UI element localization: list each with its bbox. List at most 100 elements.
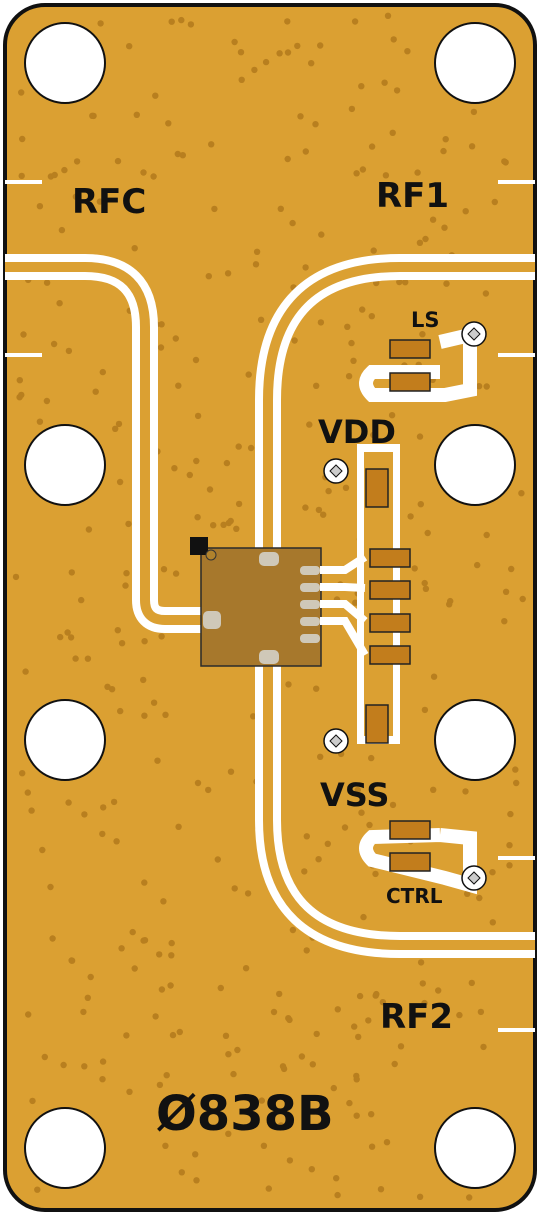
via-hole (390, 36, 397, 43)
via-hole (370, 431, 377, 439)
via-hole (388, 412, 396, 419)
via-hole (381, 79, 388, 86)
via-hole (131, 245, 138, 252)
label-vdd: VDD (318, 413, 396, 451)
via-hole (341, 824, 349, 831)
via-hole (368, 313, 375, 320)
via-hole (483, 383, 490, 390)
via-hole (464, 890, 471, 897)
via-hole (214, 856, 221, 863)
via-hole (351, 18, 359, 25)
via-hole (150, 173, 157, 180)
pin1-square-marker-icon (190, 537, 208, 555)
via-hole (225, 1130, 232, 1138)
edge-gaps (5, 180, 535, 1032)
via-hole (223, 459, 231, 467)
via-hole (231, 38, 238, 46)
via-hole (417, 501, 424, 508)
via-hole (519, 595, 526, 603)
via-hole (125, 520, 132, 528)
via-hole (353, 1076, 360, 1083)
via-hole (303, 833, 310, 840)
via-hole (193, 457, 200, 465)
via-hole (168, 939, 175, 947)
via-hole (513, 779, 520, 787)
via-hole (324, 840, 331, 847)
via-hole (162, 711, 169, 718)
via-hole (379, 999, 387, 1006)
via-hole (368, 754, 375, 762)
ic-fanout (320, 553, 369, 658)
via-hole (518, 490, 525, 497)
via-hole (43, 279, 51, 286)
via-hole (435, 987, 442, 994)
capacitor-pad (389, 820, 431, 840)
via-hole (61, 166, 68, 174)
via-hole (508, 565, 515, 573)
via-hole (50, 340, 58, 348)
via-hole (389, 129, 396, 136)
via-hole (208, 141, 215, 148)
rf-traces (5, 254, 535, 958)
via-hole (483, 531, 490, 539)
part-number: Ø838B (156, 1086, 334, 1142)
via-hole (97, 20, 104, 27)
via-hole (245, 371, 252, 378)
via-hole (475, 383, 483, 390)
via-hole (334, 1006, 341, 1013)
via-hole (222, 1032, 230, 1040)
test-points (323, 321, 487, 891)
via-hole (306, 421, 313, 428)
via-hole (351, 1023, 358, 1030)
capacitor-pad (389, 339, 431, 359)
via-hole (429, 216, 437, 223)
capacitor-pad (369, 613, 411, 633)
smd-components (365, 339, 431, 872)
via-hole (317, 42, 324, 49)
mount-hole-icon (24, 424, 106, 506)
via-hole (49, 935, 56, 942)
via-hole (456, 1011, 463, 1019)
via-hole (113, 838, 120, 845)
via-hole (179, 152, 186, 159)
via-hole (104, 683, 111, 690)
via-hole (414, 169, 421, 176)
via-hole (284, 155, 291, 163)
via-hole (344, 323, 351, 330)
mount-hole-icon (434, 699, 516, 781)
via-hole (489, 919, 496, 926)
via-hole (123, 1032, 130, 1039)
via-hole (176, 1028, 183, 1036)
via-hole (192, 1151, 199, 1158)
via-hole (57, 633, 64, 641)
via-hole (43, 397, 51, 405)
via-hole (167, 982, 174, 989)
via-hole (141, 937, 149, 944)
via-hole (302, 148, 309, 155)
via-hole (28, 807, 35, 814)
via-hole (421, 999, 428, 1007)
via-hole (260, 1142, 268, 1150)
via-hole (308, 1166, 315, 1173)
via-hole (468, 979, 475, 987)
via-hole (242, 965, 250, 972)
via-hole (396, 278, 403, 286)
via-hole (58, 226, 66, 234)
via-hole (265, 1185, 272, 1192)
label-rf2: RF2 (380, 997, 453, 1037)
via-hole (233, 525, 240, 532)
via-hole (64, 629, 71, 636)
rfc-trace (5, 262, 210, 625)
mount-hole-icon (434, 424, 516, 506)
capacitor-pad (389, 372, 431, 392)
via-hole (334, 1191, 341, 1199)
via-hole (220, 521, 227, 528)
via-hole (462, 208, 469, 215)
via-hole (117, 707, 124, 715)
via-hole (100, 804, 107, 811)
via-hole (422, 585, 430, 592)
via-hole (318, 231, 325, 238)
via-hole (81, 1063, 88, 1070)
via-hole (194, 412, 202, 420)
via-hole (391, 1060, 398, 1068)
